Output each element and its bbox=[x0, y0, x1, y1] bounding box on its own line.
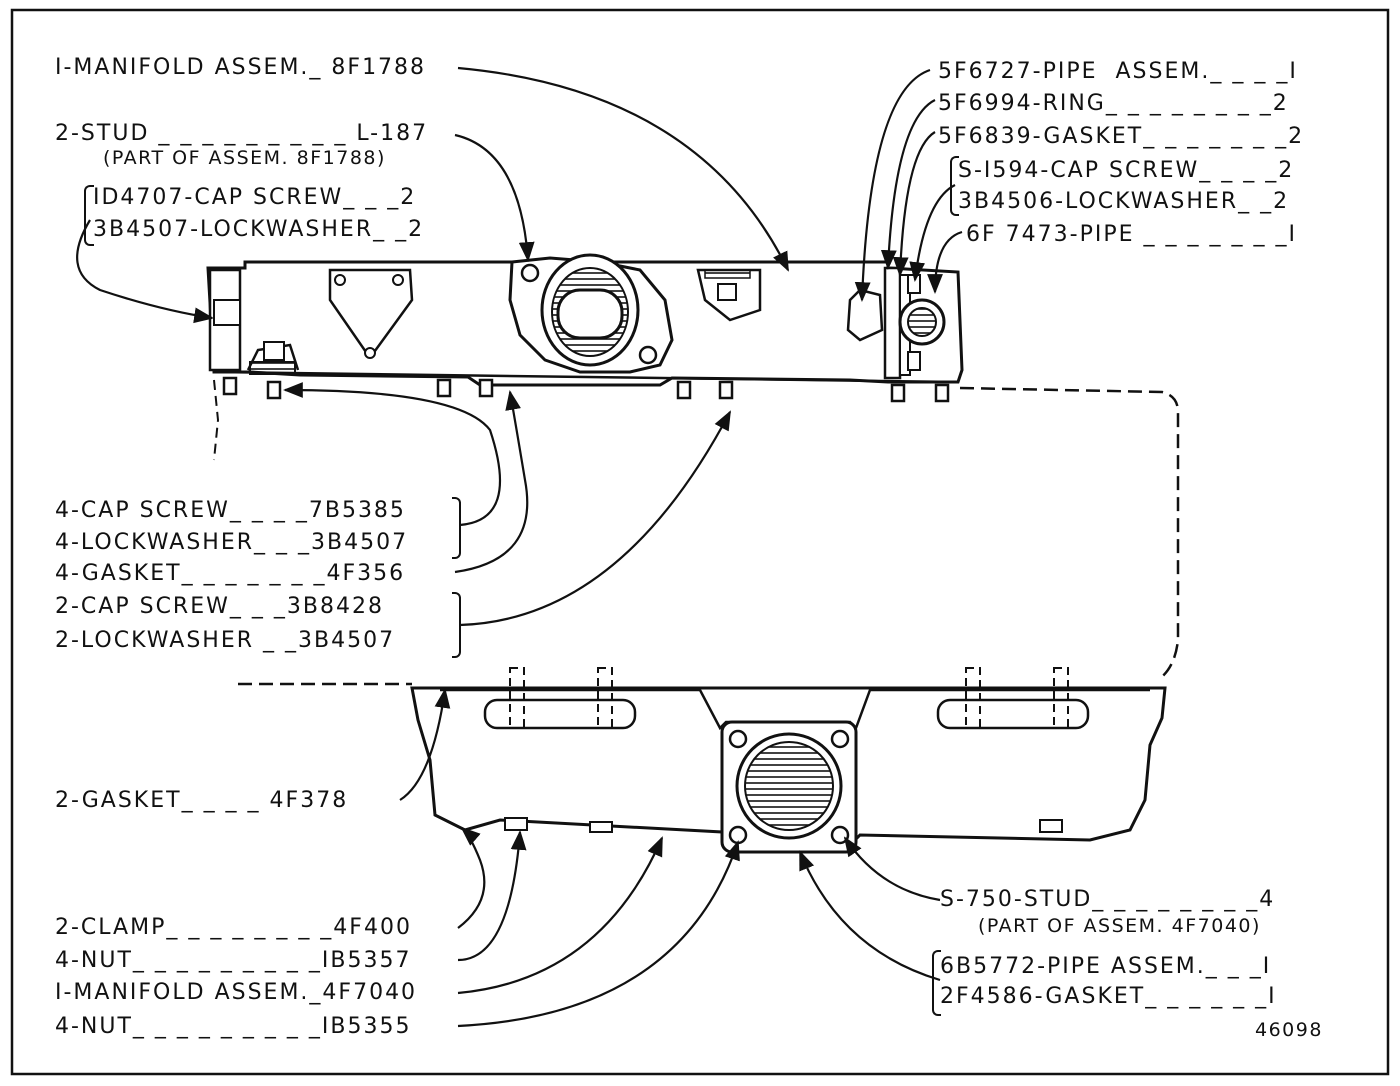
label-lockwasher-4x: 4-LOCKWASHER_ _ _3B4507 bbox=[55, 530, 409, 555]
bracket-pipe-group bbox=[932, 950, 941, 1016]
label-stud-s750: S-750-STUD_ _ _ _ _ _ _ _4 bbox=[940, 887, 1276, 912]
upper-manifold bbox=[206, 253, 964, 461]
bracket-middle-group-1 bbox=[452, 497, 461, 559]
label-pipe-assem-5f6727: 5F6727-PIPE ASSEM._ _ _ _I bbox=[938, 59, 1298, 84]
label-gasket-4f378: 2-GASKET_ _ _ _ 4F378 bbox=[55, 788, 349, 813]
label-pipe-assem-6b5772: 6B5772-PIPE ASSEM._ _ _I bbox=[940, 954, 1272, 979]
drawing-frame bbox=[10, 8, 1390, 1076]
label-capscrew-1d4707: ID4707-CAP SCREW_ _ _2 bbox=[93, 185, 417, 210]
label-nut-1b5357: 4-NUT_ _ _ _ _ _ _ _ _IB5357 bbox=[55, 948, 412, 973]
label-stud-s750-note: (PART OF ASSEM. 4F7040) bbox=[978, 915, 1261, 937]
label-gasket-2f4586: 2F4586-GASKET_ _ _ _ _ _I bbox=[940, 984, 1277, 1009]
label-lockwasher-3b4507: 3B4507-LOCKWASHER_ _2 bbox=[93, 217, 425, 242]
label-capscrew-7b5385: 4-CAP SCREW_ _ _ _7B5385 bbox=[55, 498, 406, 523]
label-capscrew-3b8428: 2-CAP SCREW_ _ _3B8428 bbox=[55, 594, 384, 619]
bracket-s1594-group bbox=[950, 156, 959, 216]
leader-lines bbox=[76, 66, 963, 1028]
lower-manifold bbox=[410, 667, 1167, 854]
label-ring-5f6994: 5F6994-RING_ _ _ _ _ _ _ _2 bbox=[938, 91, 1289, 116]
label-nut-1b5355: 4-NUT_ _ _ _ _ _ _ _ _IB5355 bbox=[55, 1014, 412, 1039]
label-stud-l187: 2-STUD _ _ _ _ _ _ _ _ _ L-187 bbox=[55, 121, 429, 146]
label-stud-note: (PART OF ASSEM. 8F1788) bbox=[103, 147, 386, 169]
label-manifold-8f1788: I-MANIFOLD ASSEM._ 8F1788 bbox=[55, 55, 427, 80]
label-clamp-4f400: 2-CLAMP_ _ _ _ _ _ _ _4F400 bbox=[55, 915, 412, 940]
label-gasket-4f356: 4-GASKET_ _ _ _ _ _ _4F356 bbox=[55, 561, 406, 586]
label-pipe-6f7473: 6F 7473-PIPE _ _ _ _ _ _ _I bbox=[966, 222, 1297, 247]
label-capscrew-s1594: S-I594-CAP SCREW_ _ _ _2 bbox=[958, 158, 1295, 183]
label-lockwasher-3b4506: 3B4506-LOCKWASHER_ _2 bbox=[958, 189, 1290, 214]
bracket-capscrew-group bbox=[84, 185, 94, 246]
label-gasket-5f6839: 5F6839-GASKET_ _ _ _ _ _ _2 bbox=[938, 124, 1305, 149]
engine-outline-dashed bbox=[959, 386, 1180, 682]
label-lockwasher-2x: 2-LOCKWASHER _ _3B4507 bbox=[55, 628, 396, 653]
label-manifold-4f7040: I-MANIFOLD ASSEM._4F7040 bbox=[55, 980, 418, 1005]
bracket-middle-group-2 bbox=[452, 592, 461, 658]
drawing-number: 46098 bbox=[1255, 1019, 1323, 1041]
